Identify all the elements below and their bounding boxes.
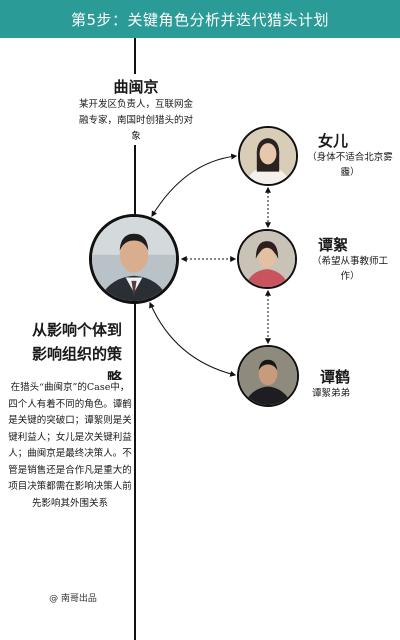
daughter-description: （身体不适合北京雾霾） xyxy=(307,152,393,178)
step-header: 第5步：关键角色分析并迭代猎头计划 xyxy=(0,0,400,38)
header-title: 第5步：关键角色分析并迭代猎头计划 xyxy=(70,10,330,29)
tanxu-avatar xyxy=(237,229,297,289)
tanhe-name: 谭鹤 xyxy=(320,366,351,387)
tanhe-avatar xyxy=(237,345,299,407)
main-person-description: 某开发区负责人，互联网金融专家，南国时创猎头的对象 xyxy=(78,97,194,145)
link-main-tanhe xyxy=(149,301,237,377)
tanxu-name: 谭絮 xyxy=(318,234,349,255)
main-person-name: 曲闽京 xyxy=(60,74,212,99)
strategy-body: 在猎头“曲闽京”的Case中，四个人有着不同的角色。谭鹤是关键的突破口；谭絮则是… xyxy=(8,380,132,512)
strategy-title: 从影响个体到影响组织的策略 xyxy=(18,318,122,390)
daughter-name: 女儿 xyxy=(318,130,349,151)
author-credit: @ 南哥出品 xyxy=(28,591,118,604)
main-person-avatar xyxy=(89,214,179,304)
daughter-avatar xyxy=(238,126,298,186)
link-main-daughter xyxy=(151,153,238,218)
timeline-line xyxy=(134,38,136,640)
tanxu-description: （希望从事教师工作） xyxy=(311,256,388,282)
tanhe-description: 谭絮弟弟 xyxy=(312,388,351,399)
